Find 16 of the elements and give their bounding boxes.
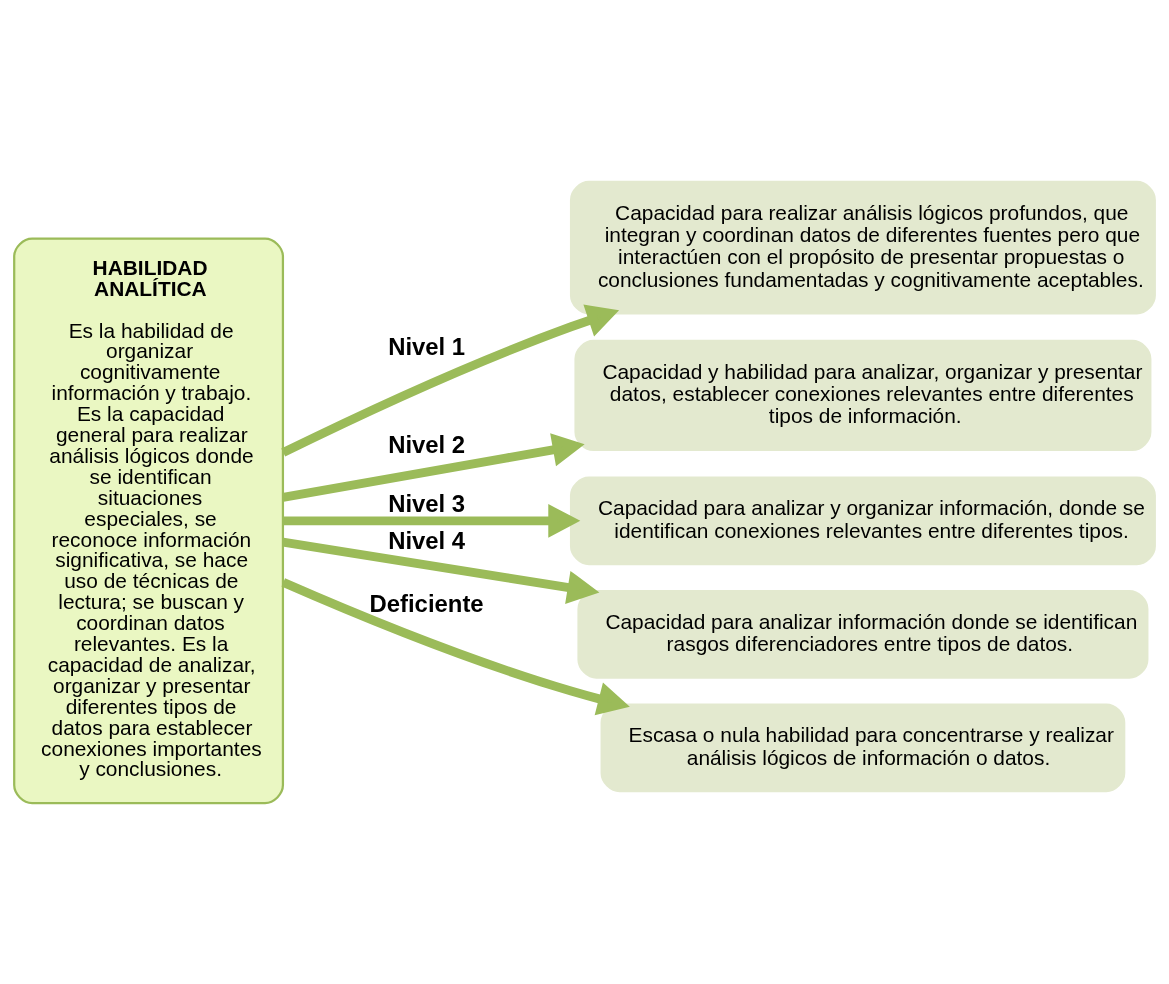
node-box: HABILIDAD ANALÍTICA Es la habilidad de organizar cognitivamente información y trabajo. Es la capacidad general para realizar análisis lógicos donde se identifican situaciones especiales, se reconoce información significativa, se hace uso de técnicas de lectura; se buscan y coordinan datos relevantes. Es la capacidad de analizar, organizar y presentar diferentes tipos de datos para establecer conexiones importantes y conclusiones. <box>13 237 285 804</box>
arrow <box>281 577 630 715</box>
edge-label: Nivel 3 <box>388 489 466 517</box>
node-box: Capacidad para analizar información donde se identifican rasgos diferenciadores entre tipos de datos. <box>577 589 1149 679</box>
node-box: Escasa o nula habilidad para concentrarse y realizar análisis lógicos de información o datos. <box>600 702 1126 792</box>
arrow <box>282 537 600 604</box>
arrow <box>282 432 585 502</box>
node-box: Capacidad y habilidad para analizar, organizar y presentar datos, establecer conexiones relevantes entre diferentes tipos de información. <box>574 339 1152 451</box>
edge-label: Nivel 2 <box>388 430 466 458</box>
arrow <box>281 304 620 457</box>
node-box: Capacidad para realizar análisis lógicos profundos, que integran y coordinan datos de diferentes fuentes pero que interactúen con el propósito de presentar propuestas o conclusiones fundamentadas y cognitivamente aceptables. <box>569 180 1156 314</box>
edge-label: Deficiente <box>369 589 484 617</box>
edge-label: Nivel 1 <box>388 332 466 360</box>
arrow <box>283 503 581 538</box>
node-box: Capacidad para analizar y organizar información, donde se identifican conexiones relevantes entre diferentes tipos. <box>569 475 1156 565</box>
edge-label: Nivel 4 <box>388 526 466 554</box>
